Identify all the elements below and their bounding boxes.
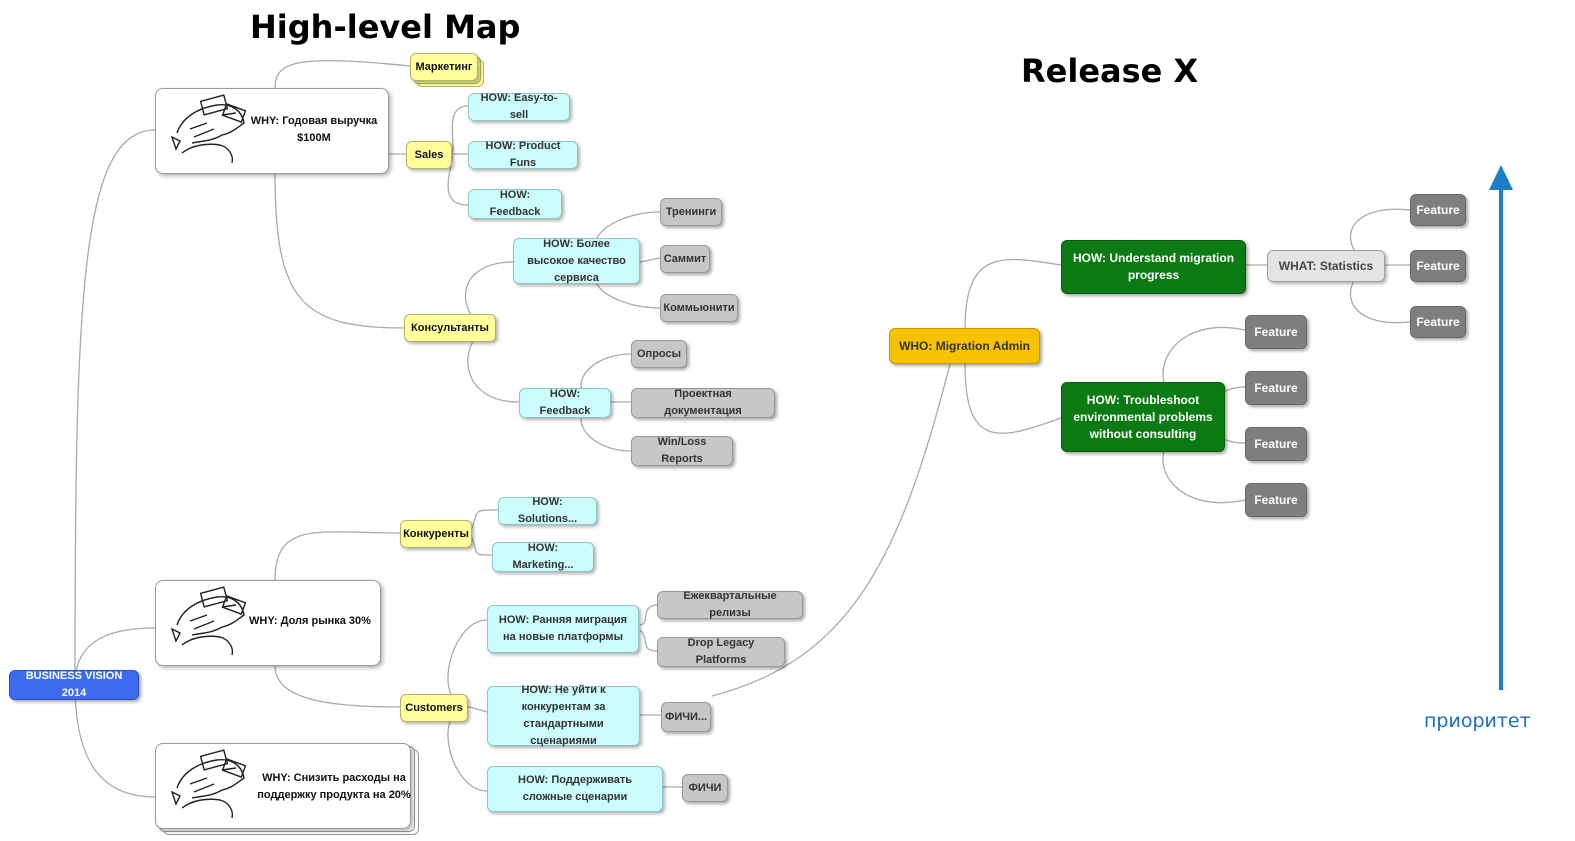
how-node-feedback[interactable]: HOW: Feedback xyxy=(468,189,562,219)
gray-node-drop-legacy[interactable]: Drop Legacy Platforms xyxy=(657,637,785,667)
gray-node-project-docs[interactable]: Проектная документация xyxy=(631,388,775,418)
how-node-complex-scenarios[interactable]: HOW: Поддерживать сложные сценарии xyxy=(487,766,663,812)
feature-node[interactable]: Feature xyxy=(1410,306,1466,338)
how-node-understand-progress[interactable]: HOW: Understand migration progress xyxy=(1061,240,1246,294)
why-node-support-costs[interactable]: WHY: Снизить расходы на поддержку продук… xyxy=(155,743,411,829)
yellow-node-marketing[interactable]: Маркетинг xyxy=(410,53,478,81)
gray-node-quarterly-releases[interactable]: Ежеквартальные релизы xyxy=(657,590,803,619)
how-node-solutions[interactable]: HOW: Solutions... xyxy=(498,496,597,525)
gray-node-summit[interactable]: Саммит xyxy=(660,245,710,273)
feature-node[interactable]: Feature xyxy=(1245,371,1307,405)
why-label: WHY: Снизить расходы на поддержку продук… xyxy=(257,772,411,801)
how-node-easy-to-sell[interactable]: HOW: Easy-to-sell xyxy=(468,92,570,121)
why-label: WHY: Доля рынка 30% xyxy=(249,615,371,627)
how-node-marketing[interactable]: HOW: Marketing... xyxy=(492,542,594,572)
feature-node[interactable]: Feature xyxy=(1410,194,1466,226)
gray-node-community[interactable]: Коммьюнити xyxy=(660,294,738,322)
gray-node-features[interactable]: ФИЧИ... xyxy=(661,702,711,732)
money-hand-icon xyxy=(170,94,247,164)
gray-node-trainings[interactable]: Тренинги xyxy=(660,198,722,226)
gray-node-polls[interactable]: Опросы xyxy=(631,340,687,368)
feature-node[interactable]: Feature xyxy=(1245,315,1307,349)
feature-node[interactable]: Feature xyxy=(1245,427,1307,461)
yellow-node-sales[interactable]: Sales xyxy=(406,141,452,169)
how-node-service-quality[interactable]: HOW: Более высокое качество сервиса xyxy=(513,238,640,284)
yellow-node-competitors[interactable]: Конкуренты xyxy=(400,520,472,548)
yellow-node-consultants[interactable]: Консультанты xyxy=(404,314,496,342)
feature-node[interactable]: Feature xyxy=(1410,250,1466,282)
gray-node-winloss[interactable]: Win/Loss Reports xyxy=(631,436,733,466)
money-hand-icon xyxy=(170,586,247,656)
money-hand-icon xyxy=(170,749,247,819)
why-node-revenue[interactable]: WHY: Годовая выручка $100M xyxy=(155,88,389,174)
why-node-market-share[interactable]: WHY: Доля рынка 30% xyxy=(155,580,381,666)
left-map-title: High-level Map xyxy=(250,8,521,46)
priority-label: приоритет xyxy=(1424,710,1531,732)
how-node-product-funs[interactable]: HOW: Product Funs xyxy=(468,140,578,169)
how-node-retain-customers[interactable]: HOW: Не уйти к конкурентам за стандартны… xyxy=(487,684,640,747)
how-node-feedback[interactable]: HOW: Feedback xyxy=(519,388,611,418)
priority-arrow-head xyxy=(1489,165,1513,190)
what-node-statistics[interactable]: WHAT: Statistics xyxy=(1267,250,1385,282)
yellow-node-customers[interactable]: Customers xyxy=(400,694,468,722)
root-node[interactable]: BUSINESS VISION 2014 xyxy=(9,670,139,700)
gray-node-features[interactable]: ФИЧИ xyxy=(682,774,728,802)
how-node-troubleshoot[interactable]: HOW: Troubleshoot environmental problems… xyxy=(1061,382,1225,452)
feature-node[interactable]: Feature xyxy=(1245,483,1307,517)
how-node-early-migration[interactable]: HOW: Ранняя миграция на новые платформы xyxy=(487,605,639,653)
release-title: Release X xyxy=(1021,52,1199,90)
who-node-migration-admin[interactable]: WHO: Migration Admin xyxy=(889,328,1040,364)
why-label: WHY: Годовая выручка $100M xyxy=(250,115,378,144)
